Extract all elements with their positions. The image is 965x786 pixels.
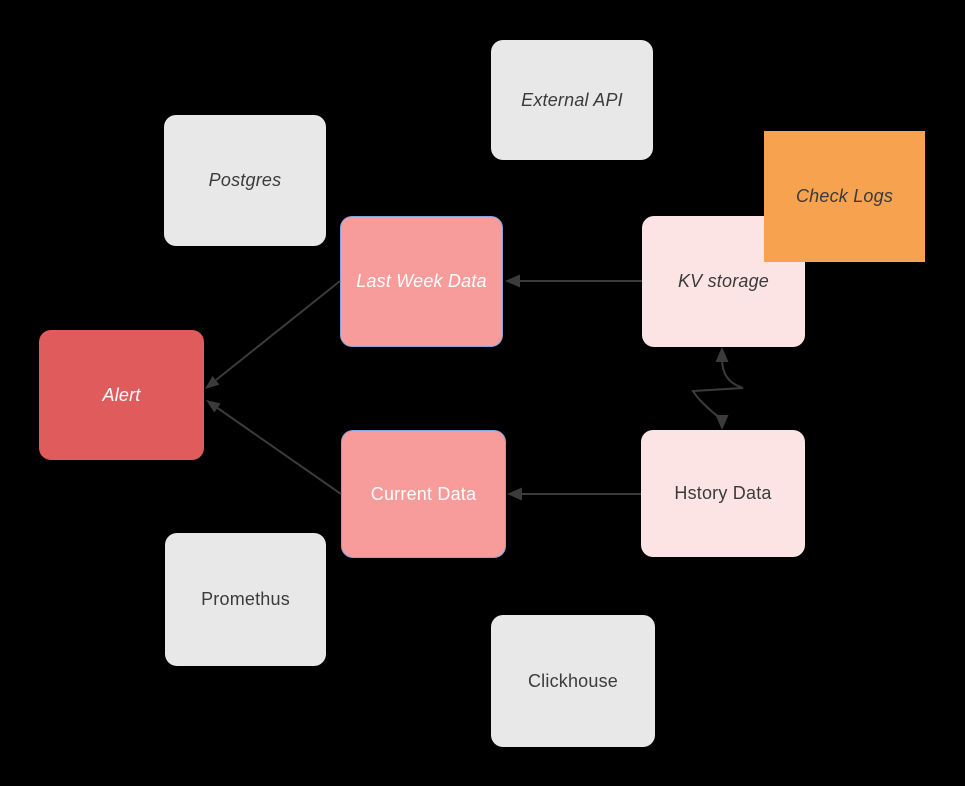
- node-external-api-label: External API: [521, 89, 623, 110]
- edge-kv-storage-hstory-data-bidirectional: [691, 347, 744, 430]
- edge-current-data-to-alert: [206, 400, 342, 495]
- edge-kv-storage-to-last-week-data: [505, 274, 642, 288]
- node-external-api[interactable]: External API: [491, 40, 653, 160]
- node-clickhouse[interactable]: Clickhouse: [491, 615, 655, 747]
- node-check-logs[interactable]: Check Logs: [764, 131, 925, 262]
- node-alert-label: Alert: [102, 384, 141, 405]
- node-current-data[interactable]: Current Data: [341, 430, 506, 558]
- node-postgres[interactable]: Postgres: [164, 115, 326, 246]
- node-clickhouse-label: Clickhouse: [527, 670, 619, 691]
- node-promethus[interactable]: Promethus: [165, 533, 326, 666]
- node-postgres-label: Postgres: [208, 170, 282, 190]
- node-check-logs-label: Check Logs: [795, 186, 894, 206]
- node-alert[interactable]: Alert: [39, 330, 204, 460]
- edge-last-week-data-to-alert: [205, 280, 341, 389]
- edge-hstory-data-to-current-data: [507, 487, 641, 501]
- node-last-week-data-label: Last Week Data: [356, 271, 487, 291]
- node-hstory-data[interactable]: Hstory Data: [641, 430, 805, 557]
- node-current-data-label: Current Data: [370, 483, 477, 504]
- node-kv-storage-label: KV storage: [677, 271, 770, 291]
- node-last-week-data[interactable]: Last Week Data: [340, 216, 503, 347]
- node-promethus-label: Promethus: [201, 589, 290, 609]
- node-hstory-data-label: Hstory Data: [674, 483, 772, 503]
